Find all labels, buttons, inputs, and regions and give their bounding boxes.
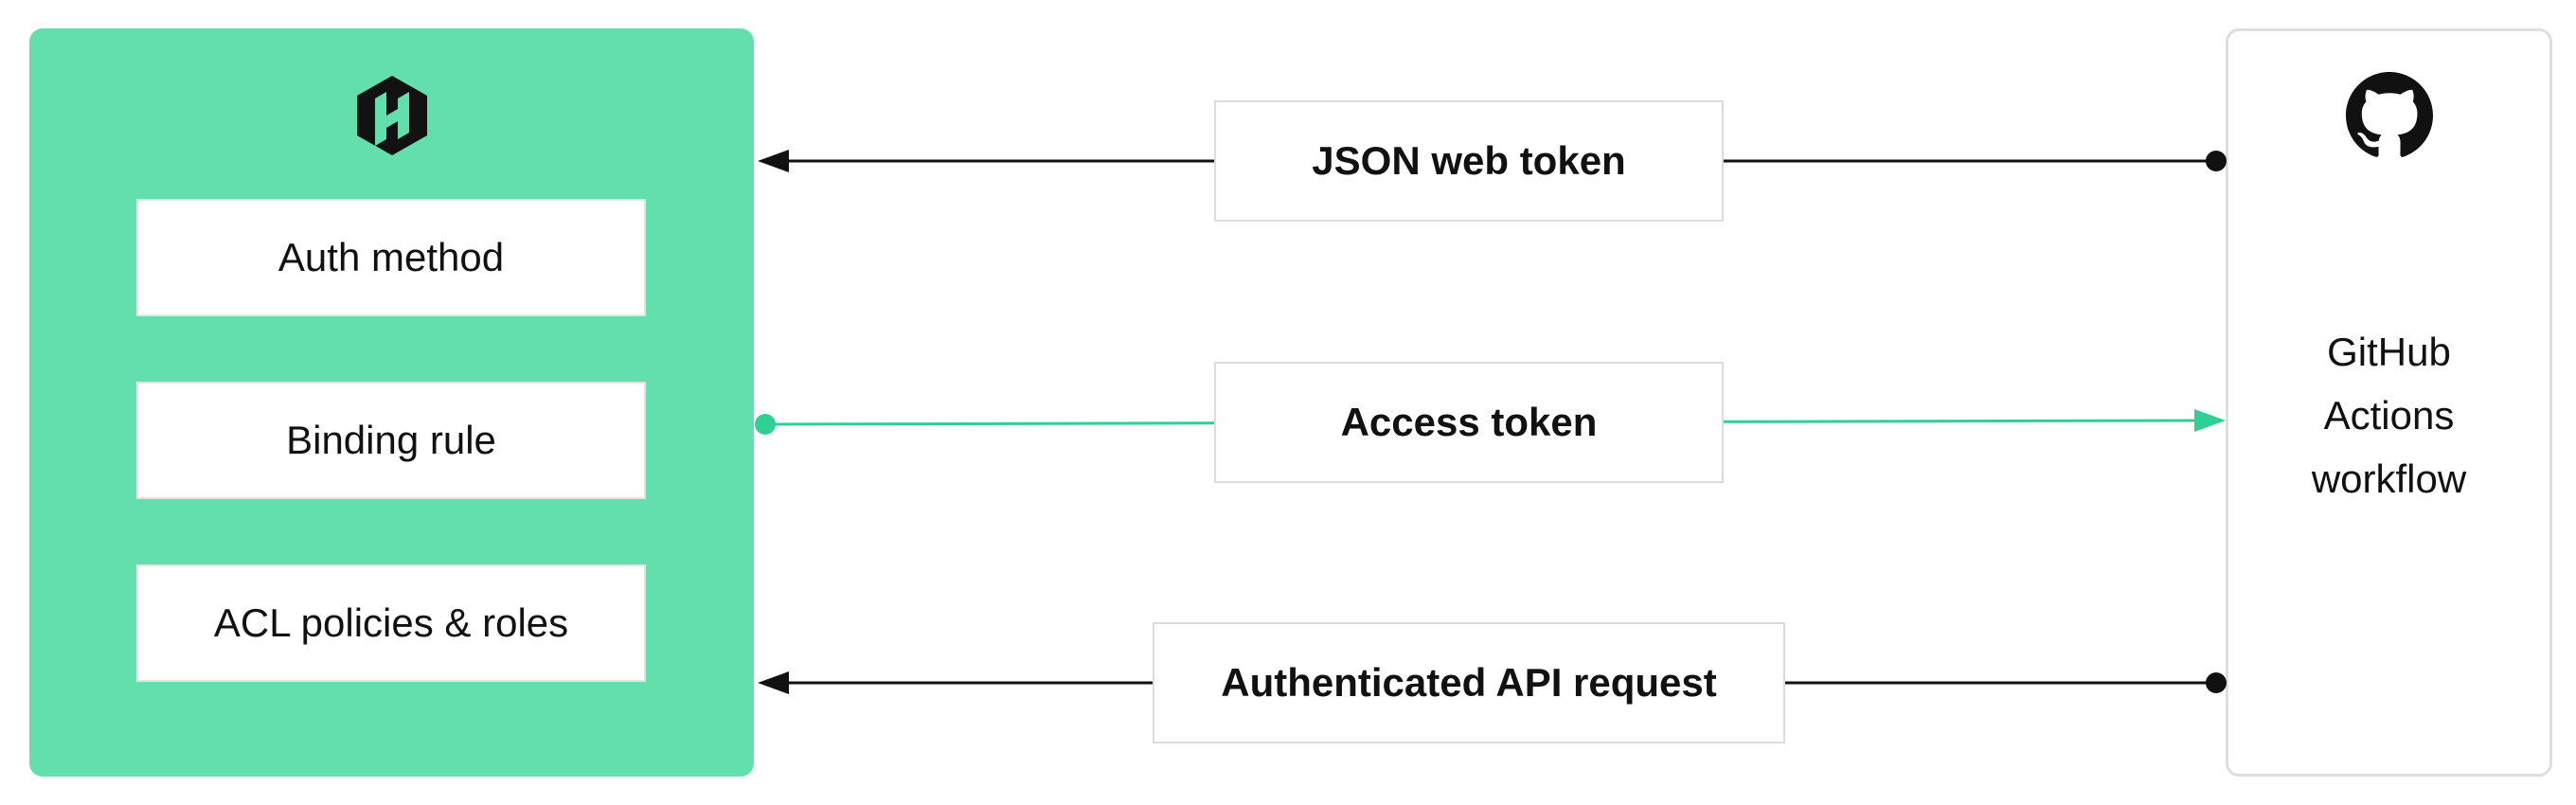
api-request-arrowhead: [758, 671, 789, 694]
api-request-origin-dot: [2206, 672, 2227, 693]
acl-policies-roles-box: ACL policies & roles: [136, 564, 646, 682]
access-token-origin-dot: [755, 414, 776, 435]
github-actions-workflow-label: GitHub Actions workflow: [2226, 320, 2552, 510]
binding-rule-box: Binding rule: [136, 382, 646, 499]
json-web-token-label: JSON web token: [1214, 100, 1724, 222]
hashicorp-logo-icon: [357, 76, 427, 155]
github-label-line: Actions: [2323, 393, 2455, 438]
auth-method-box: Auth method: [136, 199, 646, 316]
github-actions-panel: [2226, 28, 2552, 777]
github-icon: [2346, 72, 2433, 157]
github-label-line: workflow: [2311, 456, 2467, 501]
authenticated-api-request-label: Authenticated API request: [1153, 622, 1785, 743]
access-token-label: Access token: [1214, 362, 1724, 483]
github-label-line: GitHub: [2327, 330, 2451, 374]
access-token-arrowhead: [2194, 409, 2226, 432]
jwt-origin-dot: [2206, 151, 2227, 171]
jwt-arrowhead: [758, 150, 789, 172]
